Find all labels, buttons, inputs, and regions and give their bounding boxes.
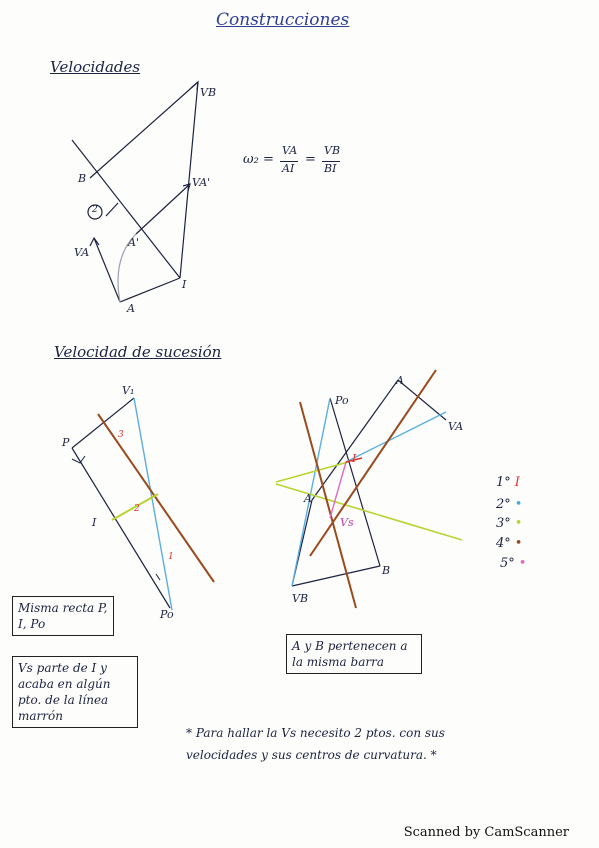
brown-line — [97, 413, 215, 583]
label-po-3: Po — [335, 394, 349, 407]
section-sucesion-heading: Velocidad de sucesión — [54, 343, 222, 361]
legend-num: 4° — [496, 536, 511, 551]
legend-num: 5° — [500, 556, 515, 571]
legend-item-1: 1° I — [496, 475, 520, 490]
arc-a-aprime — [117, 233, 137, 303]
legend-item-2: 2° • — [496, 497, 522, 512]
label-vb: VB — [200, 86, 217, 99]
va-arrow — [93, 237, 121, 303]
formula-equals: = — [305, 152, 316, 167]
line-aprime-vaprime — [135, 183, 191, 235]
label-step-1: 1 — [168, 552, 174, 562]
box-misma-recta: Misma recta P, I, Po — [12, 596, 114, 636]
legend-num: 2° — [496, 497, 511, 512]
label-po: Po — [160, 608, 174, 621]
blue-line — [133, 397, 173, 611]
line-b-i — [71, 139, 181, 279]
formula-frac1-bar — [280, 161, 298, 162]
line-i-vb — [179, 81, 199, 279]
line-vb-b — [291, 565, 381, 587]
green-line-2 — [275, 461, 349, 483]
label-a-prime: A' — [128, 236, 139, 249]
va-arrowhead — [89, 236, 100, 247]
box-vs-parte: Vs parte de I y acaba en algún pto. de l… — [12, 656, 138, 728]
pink-vs-line — [329, 461, 347, 519]
line-a-i — [119, 277, 181, 303]
blue-line-2 — [345, 411, 447, 463]
label-i: I — [182, 278, 187, 291]
line-po-b — [329, 397, 381, 567]
formula-frac2-bar — [322, 161, 340, 162]
line-p-po — [71, 447, 171, 609]
green-line-1 — [275, 483, 463, 541]
label-link-2: 2 — [92, 205, 98, 215]
legend-mark: • — [518, 556, 527, 571]
label-a-left: A — [304, 492, 312, 505]
line-a-va — [397, 379, 447, 421]
brown-line-2 — [309, 369, 437, 557]
label-vb-3: VB — [292, 592, 309, 605]
formula-lhs: ω₂ = — [243, 152, 274, 167]
label-va-3: VA — [448, 420, 464, 433]
legend-mark: I — [514, 475, 520, 490]
link-2-circle — [87, 204, 103, 220]
legend-item-3: 3° • — [496, 516, 522, 531]
red-i-mark — [345, 457, 363, 463]
label-i-2: I — [92, 516, 97, 529]
label-va: VA — [74, 246, 90, 259]
box-ayb: A y B pertenecen a la misma barra — [286, 634, 422, 674]
legend-item-4: 4° • — [496, 536, 522, 551]
label-p: P — [62, 436, 70, 449]
legend-num: 1° — [496, 475, 511, 490]
brown-line-1 — [299, 401, 357, 609]
formula-frac2-den: BI — [324, 162, 337, 175]
formula-frac2-num: VB — [324, 144, 341, 157]
diagram-sucesion-left — [71, 397, 215, 611]
label-va-prime: VA' — [192, 176, 211, 189]
label-step-3: 3 — [118, 430, 124, 440]
blue-line-1 — [291, 397, 331, 587]
scanner-footer: Scanned by CamScanner — [403, 825, 569, 840]
line-a-a — [311, 379, 399, 501]
legend-item-5: 5° • — [500, 556, 526, 571]
label-a: A — [127, 302, 135, 315]
label-vs: Vs — [340, 516, 354, 529]
tick-1 — [155, 573, 161, 581]
vb-arrowhead — [190, 80, 199, 91]
link-2-leader — [105, 202, 119, 217]
page-title: Construcciones — [216, 10, 350, 30]
formula-frac1-num: VA — [282, 144, 298, 157]
label-i-3: I — [352, 452, 357, 465]
label-v1: V₁ — [122, 384, 135, 397]
legend-mark: • — [514, 536, 523, 551]
green-line — [111, 493, 159, 521]
legend-mark: • — [514, 497, 523, 512]
line-b-vb — [89, 81, 199, 179]
legend-num: 3° — [496, 516, 511, 531]
bottom-note: * Para hallar la Vs necesito 2 ptos. con… — [186, 726, 445, 762]
formula-frac1-den: AI — [282, 162, 295, 175]
legend-mark: • — [514, 516, 523, 531]
label-b: B — [78, 172, 87, 185]
diagram-sucesion-right — [275, 369, 463, 609]
label-step-2: 2 — [134, 504, 140, 514]
label-b-3: B — [382, 564, 391, 577]
section-velocidades-heading: Velocidades — [50, 58, 141, 76]
label-a-top: A — [396, 374, 404, 387]
vaprime-arrowhead — [182, 183, 191, 192]
diagram-velocidades — [71, 80, 199, 303]
right-angle-mark — [71, 455, 86, 464]
